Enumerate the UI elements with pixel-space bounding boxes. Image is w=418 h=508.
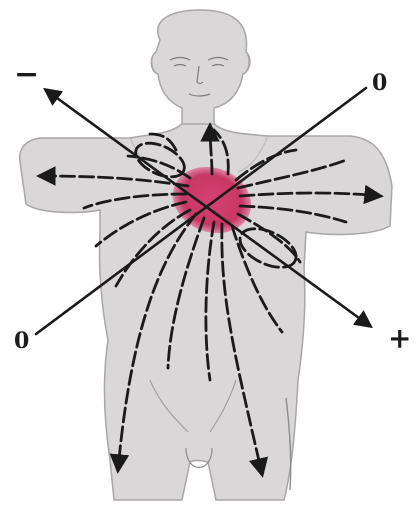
- label-bottom-left: 0: [14, 328, 29, 354]
- label-top-left: −: [14, 57, 39, 92]
- body-silhouette: [20, 10, 392, 500]
- head: [151, 10, 249, 126]
- label-top-right: 0: [372, 70, 387, 96]
- label-bottom-right: +: [388, 322, 411, 355]
